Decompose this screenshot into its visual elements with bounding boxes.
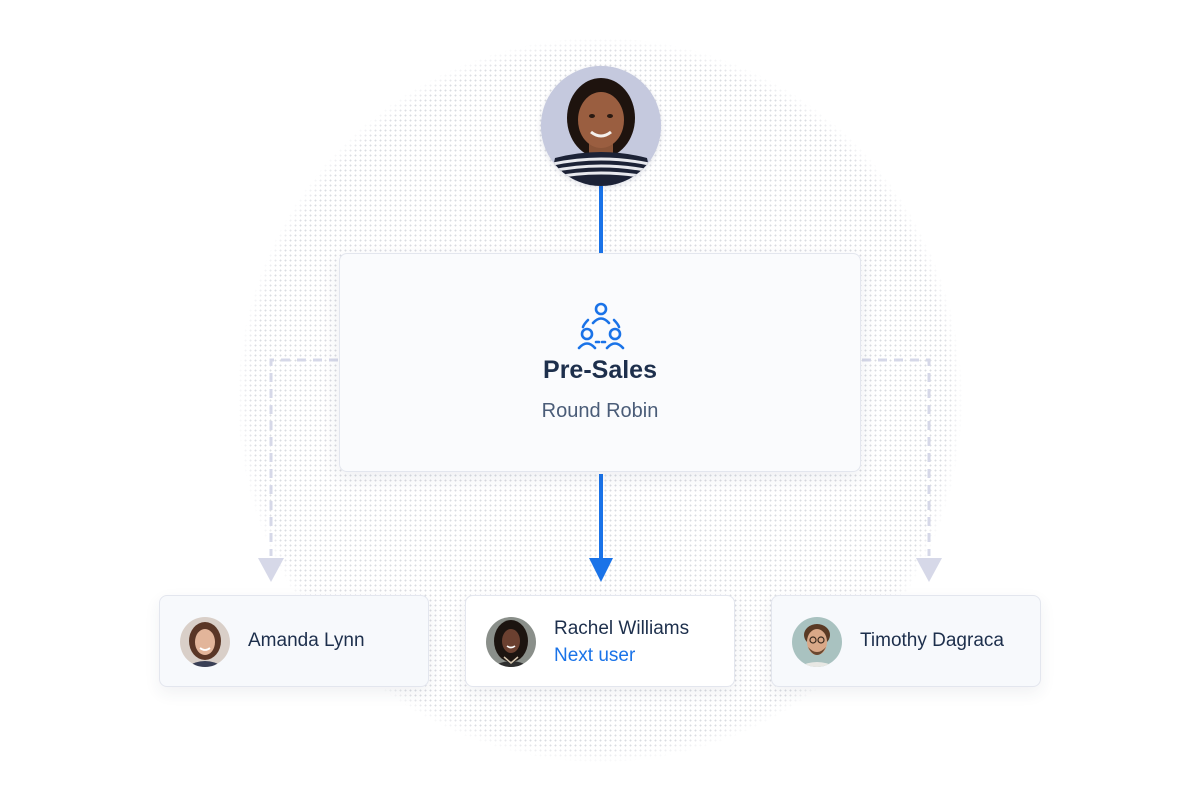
user-name: Rachel Williams [554, 618, 690, 639]
user-card-amanda[interactable]: Amanda Lynn [159, 595, 429, 687]
user-card-rachel[interactable]: Rachel Williams Next user [465, 595, 735, 687]
team-cycle-icon [577, 302, 625, 350]
connector-left-dashed [269, 358, 338, 556]
avatar [486, 617, 536, 667]
avatar [792, 617, 842, 667]
user-name: Amanda Lynn [248, 630, 365, 651]
group-title: Pre-Sales [543, 356, 657, 384]
avatar [180, 617, 230, 667]
arrow-active [589, 558, 613, 582]
arrow-right [916, 558, 942, 582]
group-subtitle: Round Robin [541, 400, 659, 422]
group-node-card[interactable]: Pre-Sales Round Robin [339, 253, 861, 472]
user-card-timothy[interactable]: Timothy Dagraca [771, 595, 1041, 687]
next-user-label: Next user [554, 645, 636, 666]
arrow-left [258, 558, 284, 582]
connector-right-dashed [862, 358, 931, 556]
avatar-top-user [541, 66, 661, 186]
user-name: Timothy Dagraca [860, 630, 1004, 651]
